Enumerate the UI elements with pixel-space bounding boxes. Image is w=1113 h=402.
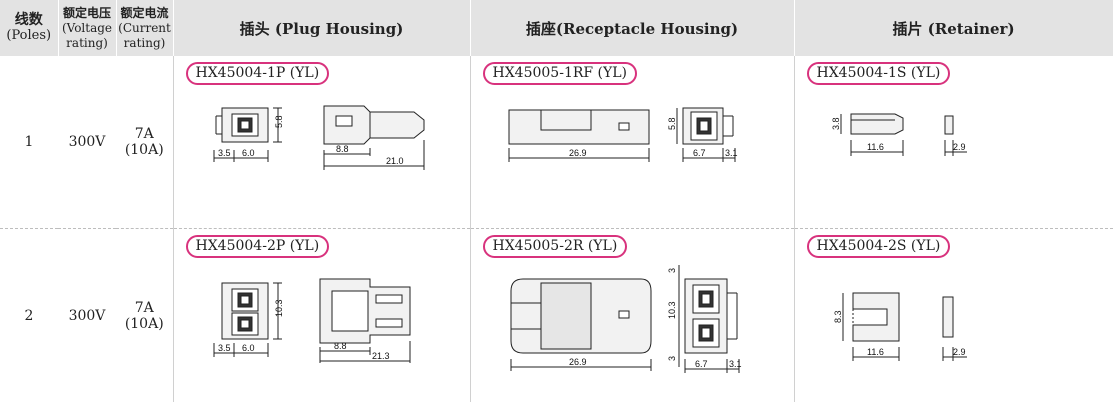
voltage-header-en1: (Voltage bbox=[59, 21, 116, 36]
receptacle-dim-b: 3.1 bbox=[729, 359, 742, 369]
voltage-header-zh: 额定电压 bbox=[59, 6, 116, 21]
receptacle-dim-length: 26.9 bbox=[569, 148, 587, 158]
receptacle-drawing-1rf: 26.9 5.8 6.7 3.1 bbox=[471, 90, 795, 220]
poles-cell: 2 bbox=[0, 229, 58, 402]
part-number-badge[interactable]: HX45005-2R (YL) bbox=[483, 235, 628, 258]
retainer-dim-height: 3.8 bbox=[831, 117, 841, 130]
plug-dim-c: 8.8 bbox=[336, 144, 349, 154]
poles-header-zh: 线数 bbox=[0, 13, 58, 28]
retainer-drawing-1s: 3.8 11.6 2.9 bbox=[795, 90, 1113, 220]
receptacle-cell: HX45005-2R (YL) bbox=[470, 229, 794, 402]
voltage-header: 额定电压 (Voltage rating) bbox=[58, 0, 116, 56]
plug-dim-height: 5.8 bbox=[274, 115, 284, 128]
plug-dim-length: 21.0 bbox=[386, 156, 404, 166]
retainer-dim-width: 2.9 bbox=[953, 142, 966, 152]
receptacle-cell: HX45005-1RF (YL) bbox=[470, 56, 794, 229]
current-cell: 7A (10A) bbox=[116, 229, 173, 402]
current-alt-value: (10A) bbox=[116, 142, 173, 158]
retainer-drawing-2s: 8.3 11.6 2.9 bbox=[795, 263, 1113, 399]
part-number-badge[interactable]: HX45004-1S (YL) bbox=[807, 62, 951, 85]
plug-dim-b: 6.0 bbox=[242, 343, 255, 353]
retainer-cell: HX45004-2S (YL) 8.3 bbox=[794, 229, 1113, 402]
receptacle-header: 插座(Receptacle Housing) bbox=[470, 0, 794, 56]
retainer-cell: HX45004-1S (YL) 3.8 bbox=[794, 56, 1113, 229]
receptacle-dim-a: 6.7 bbox=[695, 359, 708, 369]
current-header: 额定电流 (Current rating) bbox=[116, 0, 173, 56]
plug-dim-a: 3.5 bbox=[218, 148, 231, 158]
receptacle-dim-bottom: 3 bbox=[667, 356, 677, 361]
retainer-dim-height: 8.3 bbox=[833, 310, 843, 323]
current-header-zh: 额定电流 bbox=[117, 6, 173, 21]
table-row: 2 300V 7A (10A) HX45004-2P (YL) bbox=[0, 229, 1113, 402]
poles-cell: 1 bbox=[0, 56, 58, 229]
retainer-dim-length: 11.6 bbox=[867, 347, 884, 357]
poles-header: 线数 (Poles) bbox=[0, 0, 58, 56]
plug-dim-height: 10.3 bbox=[274, 299, 284, 317]
poles-header-en: (Poles) bbox=[0, 28, 58, 43]
part-number-badge[interactable]: HX45004-2S (YL) bbox=[807, 235, 951, 258]
receptacle-dim-length: 26.9 bbox=[569, 357, 587, 367]
current-value: 7A bbox=[116, 300, 173, 316]
plug-cell: HX45004-2P (YL) bbox=[173, 229, 470, 402]
plug-cell: HX45004-1P (YL) bbox=[173, 56, 470, 229]
part-number-badge[interactable]: HX45004-2P (YL) bbox=[186, 235, 330, 258]
receptacle-dim-top: 3 bbox=[667, 268, 677, 273]
voltage-cell: 300V bbox=[58, 56, 116, 229]
voltage-header-en2: rating) bbox=[59, 36, 116, 51]
part-number-badge[interactable]: HX45004-1P (YL) bbox=[186, 62, 330, 85]
table-row: 1 300V 7A (10A) HX45004-1P (YL) bbox=[0, 56, 1113, 229]
receptacle-drawing-2r: 26.9 10.3 3 3 6.7 3.1 bbox=[471, 263, 795, 399]
header-row: 线数 (Poles) 额定电压 (Voltage rating) 额定电流 (C… bbox=[0, 0, 1113, 56]
plug-drawing-1p: 5.8 3.5 6.0 8.8 21.0 bbox=[174, 90, 471, 220]
current-header-en1: (Current bbox=[117, 21, 173, 36]
plug-header: 插头 (Plug Housing) bbox=[173, 0, 470, 56]
current-header-en2: rating) bbox=[117, 36, 173, 51]
retainer-dim-width: 2.9 bbox=[953, 347, 966, 357]
receptacle-dim-b: 3.1 bbox=[725, 148, 738, 158]
voltage-cell: 300V bbox=[58, 229, 116, 402]
retainer-dim-length: 11.6 bbox=[867, 142, 884, 152]
part-number-badge[interactable]: HX45005-1RF (YL) bbox=[483, 62, 638, 85]
plug-dim-c: 8.8 bbox=[334, 341, 347, 351]
receptacle-dim-height: 5.8 bbox=[667, 117, 677, 130]
receptacle-dim-a: 6.7 bbox=[693, 148, 706, 158]
current-alt-value: (10A) bbox=[116, 316, 173, 332]
retainer-header: 插片 (Retainer) bbox=[794, 0, 1113, 56]
plug-dim-b: 6.0 bbox=[242, 148, 255, 158]
receptacle-dim-height: 10.3 bbox=[667, 301, 677, 319]
plug-dim-length: 21.3 bbox=[372, 351, 390, 361]
current-value: 7A bbox=[116, 126, 173, 142]
current-cell: 7A (10A) bbox=[116, 56, 173, 229]
plug-dim-a: 3.5 bbox=[218, 343, 231, 353]
plug-drawing-2p: 10.3 3.5 6.0 8.8 21.3 bbox=[174, 263, 471, 399]
